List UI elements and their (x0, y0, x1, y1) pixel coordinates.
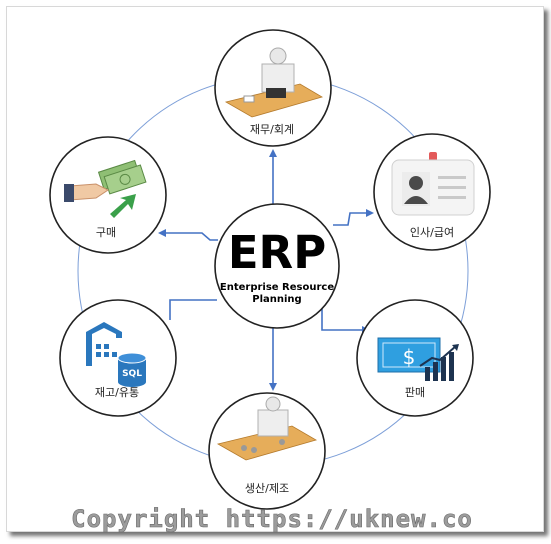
label-inventory: 재고/유통 (95, 386, 139, 399)
arrow-to-inventory (169, 299, 217, 320)
dollar-sign: $ (403, 345, 416, 369)
label-production: 생산/제조 (245, 482, 289, 495)
arrow-to-hr (333, 209, 374, 226)
desk-worker-icon-production (216, 396, 318, 461)
label-sales: 판매 (405, 386, 425, 399)
node-sales[interactable]: $ 판매 (356, 299, 474, 417)
erp-subtitle-line2: Planning (252, 294, 301, 305)
label-finance: 재무/회계 (250, 123, 294, 136)
node-production[interactable]: 생산/제조 (208, 392, 326, 510)
arrow-to-purchase (158, 229, 218, 241)
id-card-icon (391, 152, 475, 216)
erp-title: ERP (228, 226, 326, 279)
sql-label: SQL (122, 369, 142, 379)
erp-subtitle-line1: Enterprise Resource (220, 282, 334, 293)
label-hr: 인사/급여 (410, 226, 454, 239)
sales-chart-icon: $ (377, 337, 459, 381)
node-purchase[interactable]: 구매 (49, 136, 167, 254)
warehouse-database-icon: SQL (86, 322, 147, 387)
desk-worker-icon (224, 47, 324, 118)
copyright-watermark: Copyright https://uknew.co (71, 505, 473, 533)
erp-center-node[interactable]: ERP Enterprise Resource Planning (214, 203, 340, 329)
label-purchase: 구매 (96, 226, 116, 239)
node-hr[interactable]: 인사/급여 (373, 133, 491, 251)
node-finance[interactable]: 재무/회계 (214, 29, 332, 147)
money-hand-icon (64, 159, 147, 218)
node-inventory[interactable]: SQL 재고/유통 (59, 299, 177, 417)
